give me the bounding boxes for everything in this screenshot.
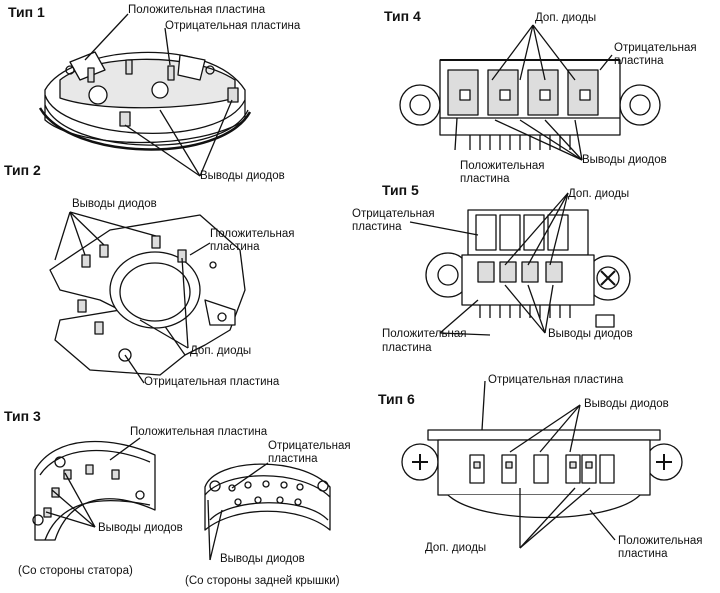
type1-diode-leads-label: Выводы диодов	[200, 170, 285, 182]
type4-extra-diodes-label: Доп. диоды	[535, 12, 597, 24]
type5-drawing	[409, 192, 631, 336]
type1-drawing	[38, 13, 252, 177]
type3-drawing	[32, 437, 331, 561]
type5-negative-plate-label-line1: Отрицательная	[352, 208, 435, 220]
type4-negative-plate-label-line1: Отрицательная	[614, 42, 697, 54]
type6-positive-plate-label-line1: Положительная	[618, 535, 703, 547]
type6-drawing	[401, 380, 683, 549]
type1-positive-plate-label: Положительная пластина	[128, 4, 266, 16]
type2-diode-leads-label: Выводы диодов	[72, 198, 157, 210]
type3-title: Тип 3	[4, 408, 41, 424]
type5-positive-plate-label-line2: пластина	[382, 342, 432, 354]
type2-positive-plate-label-line1: Положительная	[210, 228, 295, 240]
type5-extra-diodes-label: Доп. диоды	[568, 188, 630, 200]
type3-negative-plate-label-line1: Отрицательная	[268, 440, 351, 452]
type2-title: Тип 2	[4, 162, 41, 178]
type2-negative-plate-label: Отрицательная пластина	[144, 376, 280, 388]
type4-positive-plate-label-line2: пластина	[460, 173, 510, 185]
type2-extra-diodes-label: Доп. диоды	[190, 345, 252, 357]
type2-drawing	[49, 211, 246, 384]
type5-title: Тип 5	[382, 182, 419, 198]
type4-diode-leads-label: Выводы диодов	[582, 154, 667, 166]
type2-positive-plate-label-line2: пластина	[210, 241, 260, 253]
type4-positive-plate-label-line1: Положительная	[460, 160, 545, 172]
type5-positive-plate-label-line1: Положительная	[382, 328, 467, 340]
type3-diode-leads-right-label: Выводы диодов	[220, 553, 305, 565]
type6-positive-plate-label-line2: пластина	[618, 548, 668, 560]
type6-negative-plate-label: Отрицательная пластина	[488, 374, 624, 386]
type4-title: Тип 4	[384, 8, 421, 24]
type3-positive-plate-label: Положительная пластина	[130, 426, 268, 438]
type5-negative-plate-label-line2: пластина	[352, 221, 402, 233]
type5-diode-leads-label: Выводы диодов	[548, 328, 633, 340]
type6-extra-diodes-label: Доп. диоды	[425, 542, 487, 554]
type3-diode-leads-left-label: Выводы диодов	[98, 522, 183, 534]
type1-negative-plate-label: Отрицательная пластина	[165, 20, 301, 32]
type1-title: Тип 1	[8, 4, 45, 20]
type3-negative-plate-label-line2: пластина	[268, 453, 318, 465]
type4-negative-plate-label-line2: пластина	[614, 55, 664, 67]
type4-drawing	[399, 24, 661, 161]
type3-rear-cover-side-caption: (Со стороны задней крышки)	[185, 575, 340, 587]
type6-title: Тип 6	[378, 391, 415, 407]
type3-stator-side-caption: (Со стороны статора)	[18, 565, 133, 577]
type6-diode-leads-label: Выводы диодов	[584, 398, 669, 410]
